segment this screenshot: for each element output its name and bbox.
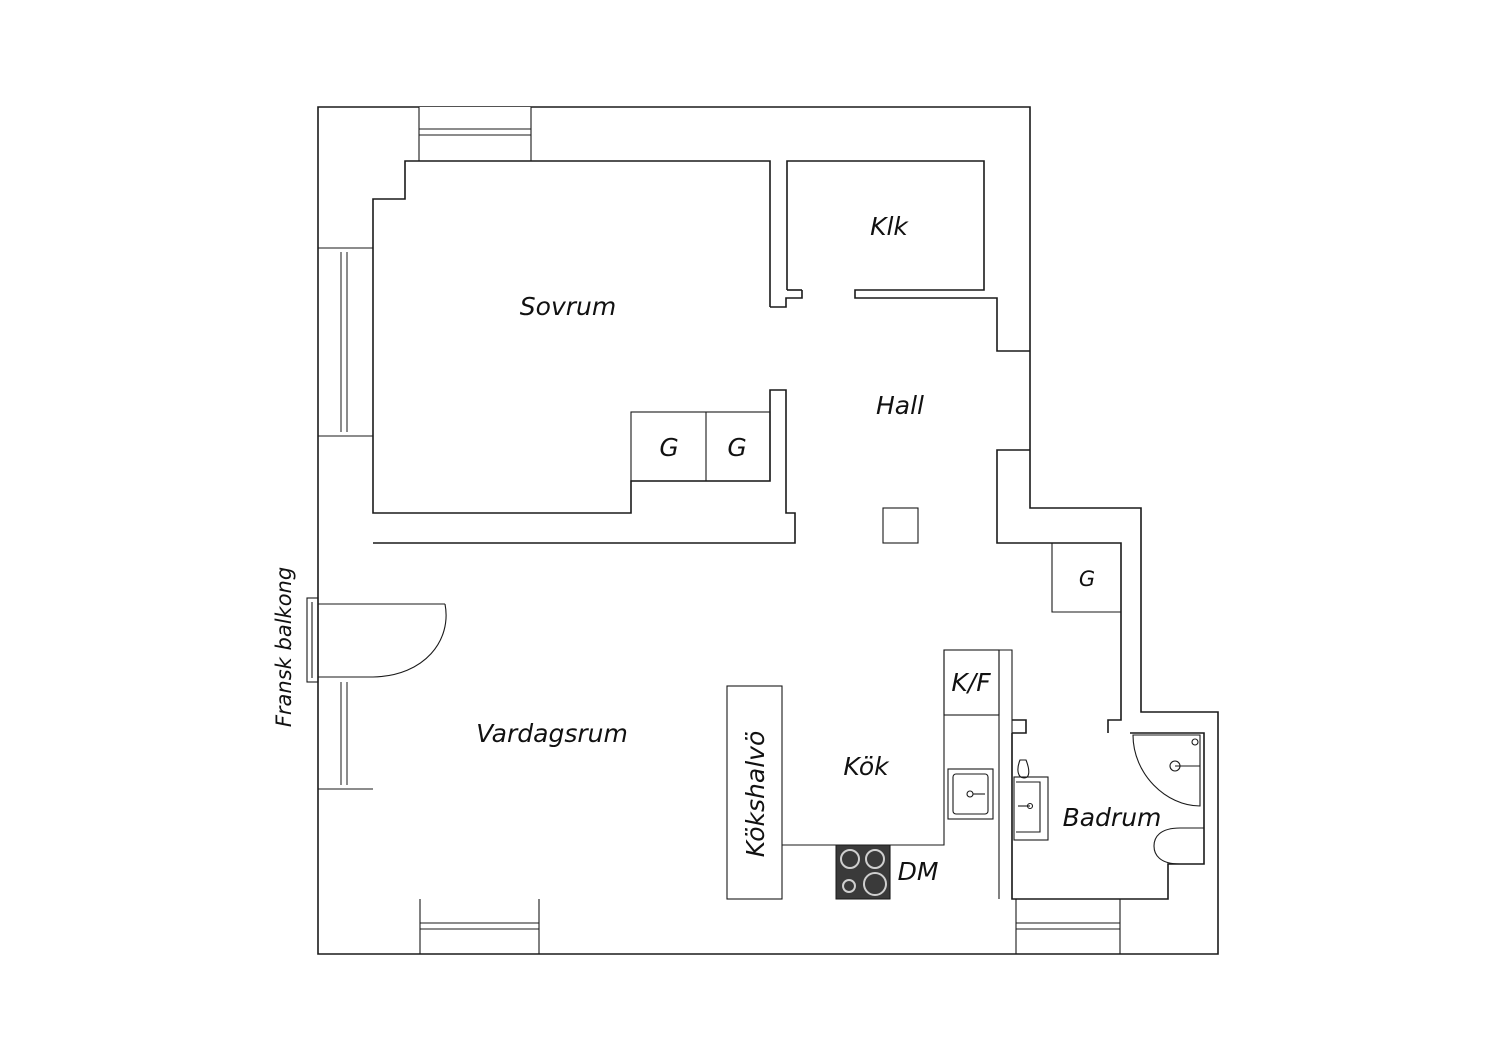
shower [1132,734,1201,807]
wardrobe-pair [630,411,771,482]
kitchen-wall [1012,719,1027,734]
bedroom-wall [372,160,796,544]
kitchen-sink [947,768,994,820]
label-kf: K/F [951,668,991,697]
label-badrum: Badrum [1063,803,1162,832]
window-left-upper [318,247,373,437]
hall-column [882,507,919,544]
window-left-lower [318,682,373,790]
label-kok: Kök [843,752,890,781]
label-wardrobe-2: G [727,433,746,462]
label-kokshalvo: Kökshalvö [741,731,770,858]
label-vardagsrum: Vardagsrum [476,719,628,748]
kitchen-island [726,685,783,900]
bathroom-sink [1013,759,1049,841]
outer-wall [317,106,1219,955]
label-wardrobe-3: G [1079,567,1095,591]
bathroom-wall [1011,732,1205,900]
label-balcony: Fransk balkong [272,567,296,727]
fridge [943,649,1000,716]
stove [835,844,891,900]
hall-wardrobe [1051,543,1121,613]
window-bottom-left [419,899,540,954]
label-klk: Klk [870,212,909,241]
closet-wall [786,160,1030,352]
balcony-door [306,597,447,683]
label-hall: Hall [876,391,924,420]
toilet [1153,827,1204,865]
window-top [418,107,532,161]
hall-east-wall [996,449,1122,733]
window-bottom-right [1015,899,1121,954]
label-sovrum: Sovrum [520,292,616,321]
label-wardrobe-1: G [659,433,678,462]
bedroom-door-jamb [770,290,803,308]
label-dm: DM [898,857,939,886]
